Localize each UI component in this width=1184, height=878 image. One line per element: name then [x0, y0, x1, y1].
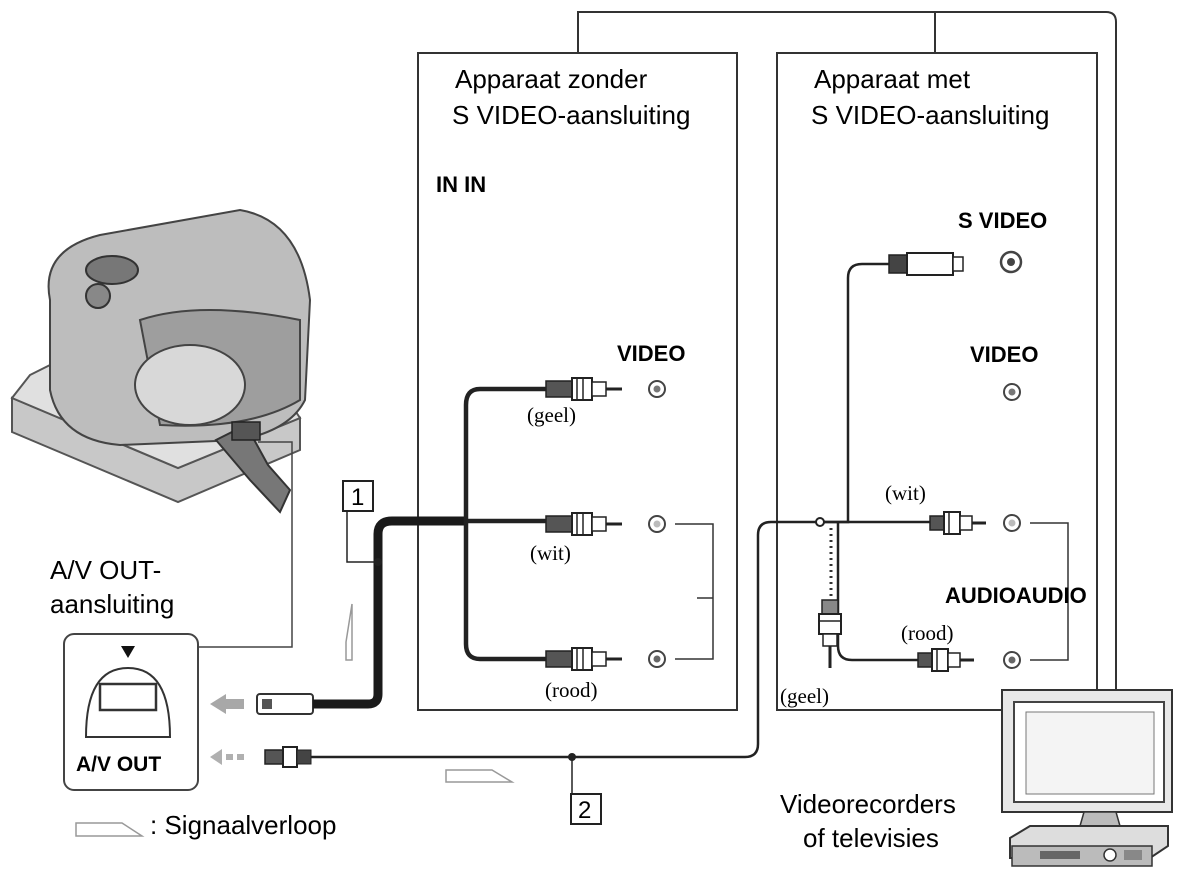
signal-flow-arrow-cable2: [445, 769, 515, 783]
svideo-plug: [888, 252, 964, 276]
device-with-svideo-title-line1: Apparaat met: [814, 64, 971, 94]
cable-2-number-badge: 2: [568, 753, 602, 825]
rca-plug-white-left: [545, 512, 622, 536]
jack-audio-red-right: [1003, 651, 1021, 669]
cable-1: [256, 386, 548, 715]
cable-1-number: 1: [351, 484, 364, 511]
top-connector-lines: [577, 11, 1117, 700]
signal-flow-legend: : Signaalverloop: [75, 810, 336, 840]
rca-plug-white-right: [929, 511, 986, 535]
jack-audio-white-right: [1003, 514, 1021, 532]
av-out-jack-name: A/V OUT: [76, 753, 161, 776]
signal-flow-arrow-cable1: [345, 603, 353, 661]
device-without-svideo-title-line2: S VIDEO-aansluiting: [452, 100, 690, 130]
rca-plug-red-right: [917, 648, 974, 672]
recorders-label-line2: of televisies: [803, 823, 939, 853]
input-label: IN IN: [436, 172, 486, 197]
av-out-jack-detail: A/V OUT: [63, 633, 199, 791]
video-label-left: VIDEO: [617, 341, 685, 366]
device-with-svideo-title-line2: S VIDEO-aansluiting: [811, 100, 1049, 130]
device-with-svideo-box: Apparaat met S VIDEO-aansluiting S VIDEO…: [776, 52, 1098, 711]
audio-label: AUDIOAUDIO: [945, 583, 1087, 608]
cable-2: [264, 262, 930, 768]
video-recorder: [1009, 825, 1169, 867]
rca-plug-red-left: [545, 647, 622, 671]
cable-1-number-badge: 1: [342, 480, 382, 566]
av-out-jack-label-line2: aansluiting: [50, 589, 174, 619]
signal-flow-legend-icon: [75, 822, 145, 837]
jack-svideo: [999, 250, 1023, 274]
video-label-right: VIDEO: [970, 342, 1038, 367]
jack-audio-red-left: [648, 650, 666, 668]
arrow-cable1-to-jack: [210, 694, 244, 714]
plug-label-white-right: (wit): [885, 481, 926, 505]
jack-audio-white-left: [648, 515, 666, 533]
rca-plug-yellow-left: [545, 377, 622, 401]
audio-bracket-right: [1030, 522, 1069, 661]
signal-flow-legend-text: : Signaalverloop: [150, 810, 336, 840]
rca-plug-yellow-right-unused: [818, 599, 842, 668]
jack-callout-line: [198, 441, 293, 648]
jack-video-right: [1003, 383, 1021, 401]
recorders-label-line1: Videorecorders: [780, 789, 956, 819]
camcorder-on-dock: [10, 208, 312, 514]
audio-bracket-left: [675, 523, 714, 660]
plug-label-white-left: (wit): [530, 541, 571, 565]
plug-label-red-right: (rood): [901, 621, 953, 645]
av-out-jack-label-line1: A/V OUT-: [50, 555, 161, 585]
television: [1001, 689, 1173, 827]
plug-label-yellow-left: (geel): [527, 403, 576, 427]
plug-label-yellow-right: (geel): [780, 684, 829, 708]
arrow-cable2-to-jack: [210, 749, 244, 765]
device-without-svideo-title-line1: Apparaat zonder: [455, 64, 648, 94]
svideo-label: S VIDEO: [958, 208, 1047, 233]
device-without-svideo-box: Apparaat zonder S VIDEO-aansluiting IN I…: [417, 52, 738, 711]
cable-2-number: 2: [578, 797, 591, 824]
plug-label-red-left: (rood): [545, 678, 597, 702]
jack-video-left: [648, 380, 666, 398]
